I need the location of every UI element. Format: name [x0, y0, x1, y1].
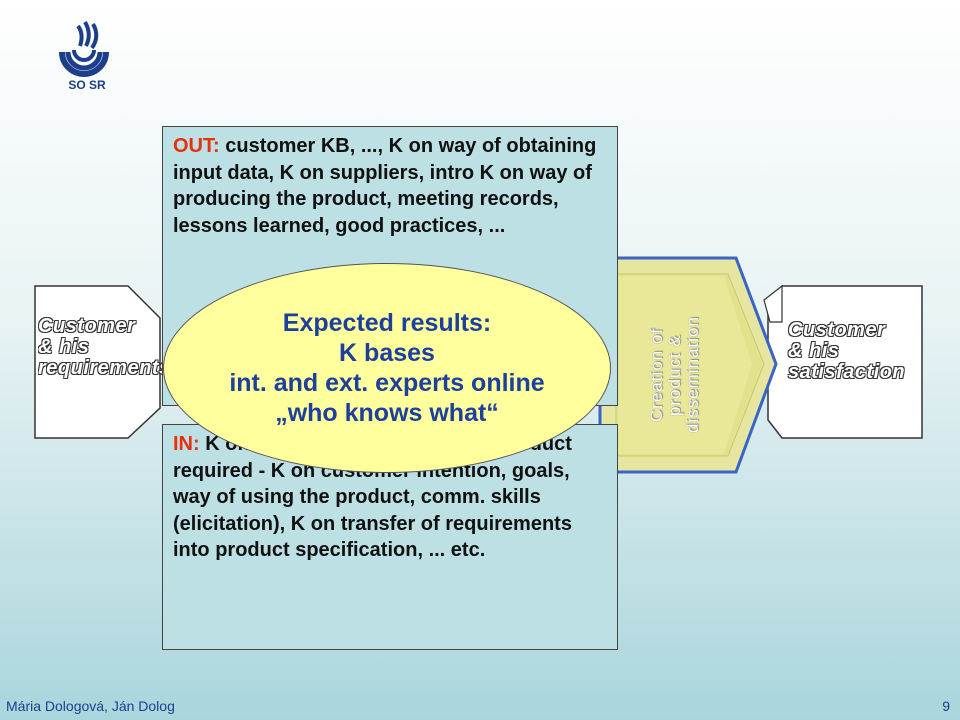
customer-satisfaction-label: Customer & his satisfaction — [788, 319, 906, 383]
customer-requirements-shape — [34, 285, 161, 439]
expected-results-ellipse: Expected results: K bases int. and ext. … — [163, 263, 611, 473]
in-tag: IN: — [173, 433, 200, 455]
out-tag: OUT: — [173, 135, 220, 157]
so-sr-logo-icon — [59, 20, 109, 77]
ellipse-line-1: Expected results: — [282, 309, 492, 337]
org-label: SO SR — [68, 78, 106, 92]
customer-requirements-label: Customer & his requirements — [38, 316, 168, 379]
ellipse-line-2: K bases — [339, 339, 435, 367]
in-box: IN: K on customer needs, ..., K on produ… — [162, 424, 618, 650]
page-number: 9 — [942, 698, 950, 714]
ellipse-line-3: int. and ext. experts online — [229, 369, 545, 397]
footer-authors: Mária Dologová, Ján Dolog — [6, 698, 175, 714]
out-text: customer KB, ..., K on way of obtaining … — [173, 135, 597, 237]
ellipse-line-4: „who knows what“ — [275, 399, 499, 427]
process-label: Creation of product & dissemination — [647, 316, 702, 434]
